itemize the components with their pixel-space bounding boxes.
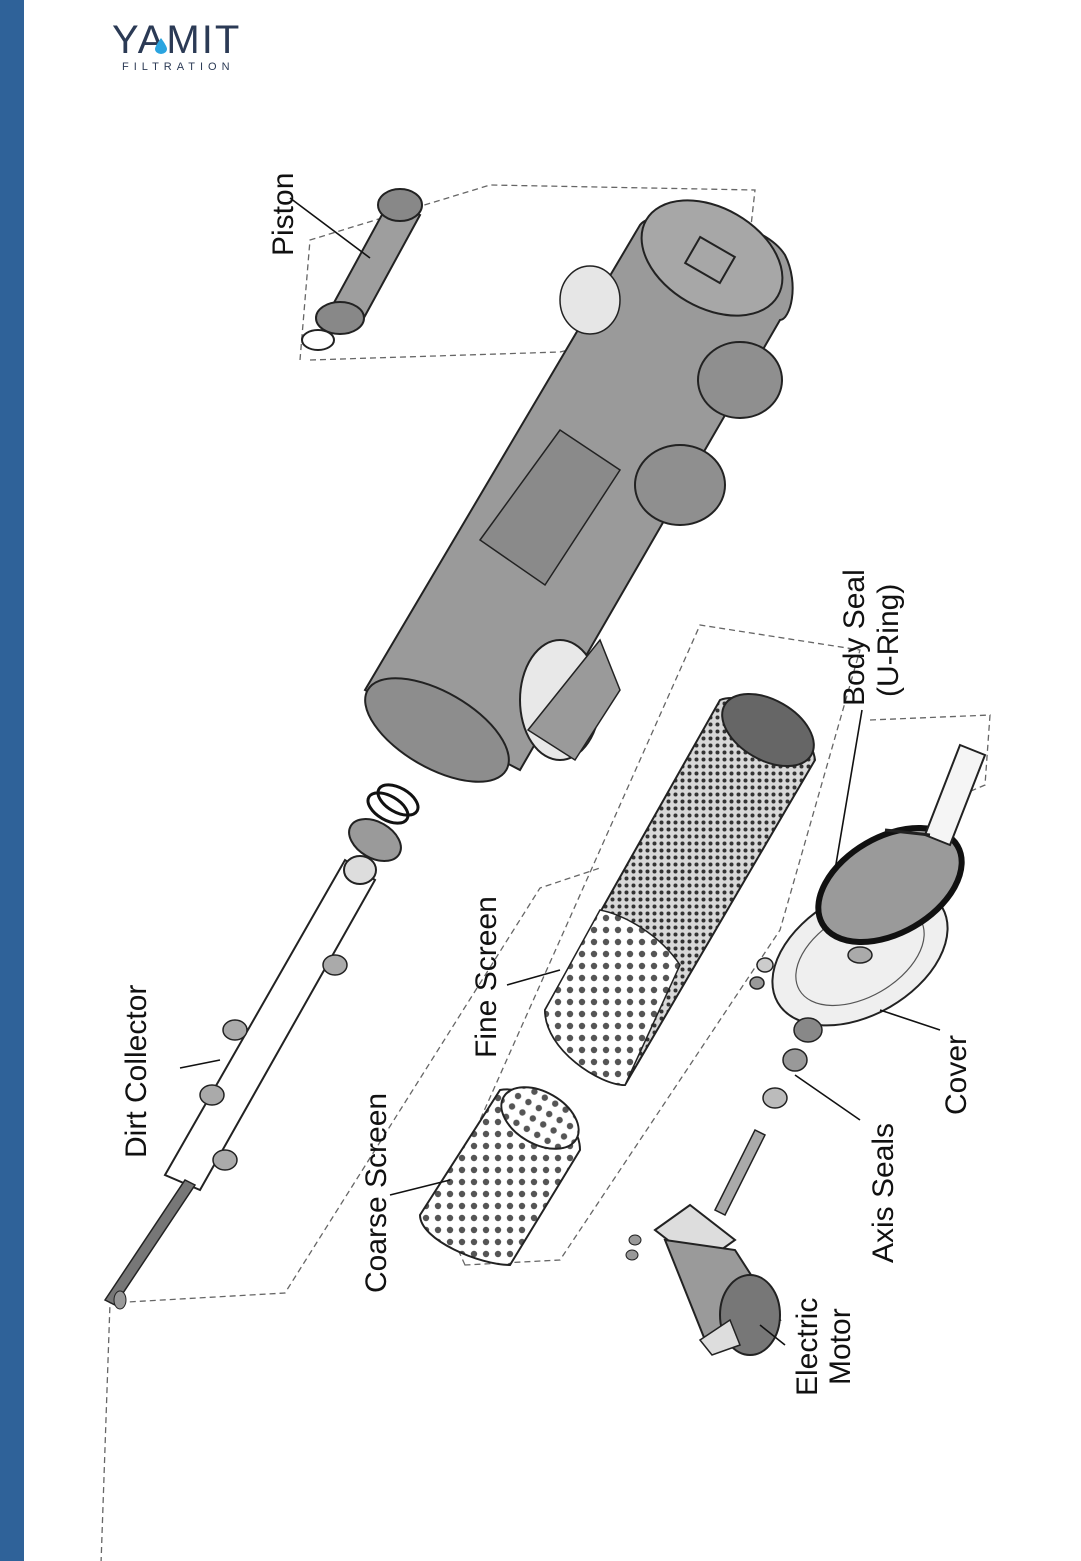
label-cover: Cover <box>940 1035 973 1115</box>
label-piston: Piston <box>267 173 300 256</box>
label-body-seal-line1: Body Seal <box>838 569 871 706</box>
electric-motor-part <box>626 1205 780 1355</box>
piston-part <box>302 189 422 350</box>
label-fine-screen: Fine Screen <box>470 896 503 1058</box>
label-coarse-screen: Coarse Screen <box>360 1093 393 1293</box>
label-axis-seals: Axis Seals <box>867 1123 900 1263</box>
label-electric-motor-line1: Electric <box>791 1298 824 1396</box>
label-electric-motor-line2: Motor <box>824 1308 857 1385</box>
label-dirt-collector: Dirt Collector <box>120 985 153 1158</box>
drive-shaft <box>715 1130 765 1215</box>
label-body-seal-line2: (U-Ring) <box>872 584 905 697</box>
coarse-screen-part <box>420 1074 589 1265</box>
